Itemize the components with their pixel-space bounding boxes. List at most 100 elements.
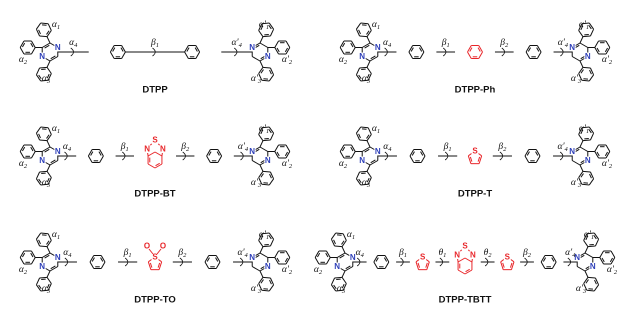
bond	[269, 238, 275, 247]
bond	[411, 151, 415, 156]
bond	[551, 261, 557, 269]
sulfur-atom: S	[505, 253, 511, 262]
phenyl-ring-bottom	[578, 170, 595, 186]
bond	[355, 171, 361, 180]
angle-label-a2p: α'2	[602, 55, 613, 66]
bond	[341, 42, 346, 48]
bond	[467, 155, 472, 164]
bond	[35, 132, 41, 141]
nitrogen-atom: N	[359, 52, 365, 61]
phenyl-ring-top	[258, 22, 275, 38]
bond	[469, 156, 473, 162]
bond	[30, 252, 34, 258]
bond	[383, 257, 388, 262]
bond	[339, 144, 345, 152]
bond	[339, 40, 345, 48]
triphenylpyrazine-unit: NN	[19, 22, 62, 82]
bond	[38, 284, 42, 290]
bond	[367, 73, 372, 81]
nitrogen-atom: N	[470, 251, 476, 260]
phenyl-ring-outer	[599, 250, 616, 265]
torsion-arrow	[384, 151, 389, 161]
bond	[351, 47, 356, 55]
atom-mask	[358, 156, 366, 165]
bond	[420, 155, 426, 163]
bond	[581, 183, 590, 186]
bond	[335, 232, 344, 235]
bond	[100, 255, 106, 263]
phenyl-ring-top	[355, 22, 372, 38]
atom-mask	[151, 253, 159, 261]
phenylene-ring	[409, 149, 426, 163]
angle-label-β2: β2	[180, 142, 190, 153]
bond	[358, 74, 362, 80]
bond	[276, 151, 280, 157]
bond	[593, 234, 597, 240]
bond	[408, 51, 414, 59]
bond	[358, 29, 361, 35]
torsion-arrow	[64, 151, 68, 161]
angle-label-a2p: α'2	[602, 159, 613, 170]
bond	[269, 28, 275, 37]
phenyl-ring-outer	[19, 144, 36, 159]
bond	[326, 257, 331, 265]
bond	[341, 283, 345, 289]
angle-label-β1: β1	[120, 142, 129, 153]
bond	[610, 250, 616, 258]
phenyl-ring-outer	[19, 250, 36, 265]
bond	[314, 250, 320, 258]
bond	[500, 261, 504, 270]
bond	[46, 36, 51, 44]
bond	[583, 233, 588, 241]
bond	[589, 171, 595, 180]
bond	[260, 279, 264, 284]
bond	[540, 255, 546, 263]
angle-label-a1p: α'1	[259, 230, 269, 241]
bond	[580, 173, 584, 178]
phenyl-ring-outer	[274, 250, 291, 265]
bond	[419, 51, 425, 59]
phenylene-ring	[109, 45, 126, 59]
bond	[21, 42, 26, 48]
torsion-arrow	[400, 257, 404, 267]
bond	[366, 36, 371, 44]
bond	[334, 276, 343, 279]
bond	[268, 178, 275, 186]
bond	[584, 246, 589, 254]
angle-label-a2p: α'2	[282, 265, 293, 276]
bond	[588, 178, 595, 186]
bond	[285, 151, 291, 159]
bond	[586, 232, 595, 235]
bond	[369, 160, 379, 166]
bond	[38, 178, 42, 184]
sulfur-atom: S	[152, 253, 158, 262]
bond	[593, 232, 600, 240]
bond	[360, 22, 369, 25]
bond	[98, 151, 102, 156]
bond	[31, 144, 36, 152]
bond	[551, 255, 557, 263]
angle-label-a4p: α'4	[237, 248, 248, 259]
bond	[367, 127, 372, 135]
phenyl-ring-bottom	[258, 170, 275, 186]
bond	[366, 171, 372, 178]
bond	[206, 155, 211, 163]
bond	[583, 277, 589, 284]
bond	[589, 67, 595, 76]
bond	[341, 240, 345, 245]
atom-mask	[568, 147, 576, 156]
bond	[262, 170, 271, 173]
bond	[478, 51, 483, 59]
bond	[341, 277, 347, 284]
bond	[259, 246, 264, 254]
atom-mask	[143, 145, 151, 153]
atom-mask	[374, 147, 382, 156]
bond	[578, 134, 584, 141]
bond	[155, 162, 160, 167]
nitrogen-atom: N	[39, 156, 45, 165]
atom-mask	[264, 262, 272, 271]
nitrogen-atom: N	[334, 262, 340, 271]
angle-label-a4p: α'4	[232, 38, 243, 49]
bond	[361, 42, 371, 48]
